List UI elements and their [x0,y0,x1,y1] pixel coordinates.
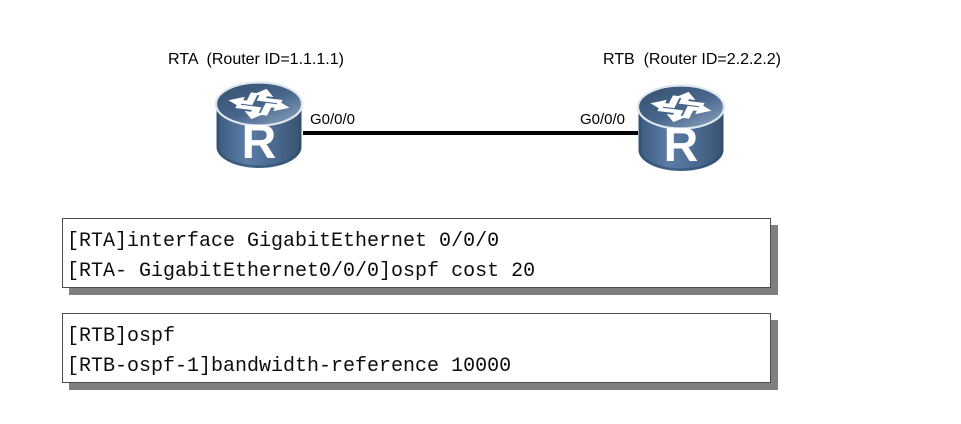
cylinder-top [214,81,304,127]
router-arrows-icon [650,91,712,123]
cylinder-bottom-rim [216,111,302,168]
router-letter: R [664,119,699,172]
cli-box-rtb: [RTB]ospf [RTB-ospf-1]bandwidth-referenc… [62,313,771,383]
cli-line-rtb-1: [RTB]ospf [67,325,176,348]
router-icon-rta: R [214,81,304,169]
router-title-rtb: RTB (Router ID=2.2.2.2) [603,51,781,68]
cli-box-rta: [RTA]interface GigabitEthernet 0/0/0 [RT… [62,218,771,288]
router-letter: R [242,116,277,169]
link-line [303,131,638,135]
router-title-rta: RTA (Router ID=1.1.1.1) [168,51,344,68]
cli-line-rta-2: [RTA- GigabitEthernet0/0/0]ospf cost 20 [67,260,536,283]
cylinder-top [636,84,726,130]
interface-label-rta: G0/0/0 [310,111,356,128]
cli-line-rta-1: [RTA]interface GigabitEthernet 0/0/0 [67,230,500,253]
router-arrows-icon [228,88,290,120]
router-icon-rtb: R [636,84,726,172]
cli-line-rtb-2: [RTB-ospf-1]bandwidth-reference 10000 [67,355,512,378]
interface-label-rtb: G0/0/0 [580,111,626,128]
cylinder-bottom-rim [638,114,724,171]
